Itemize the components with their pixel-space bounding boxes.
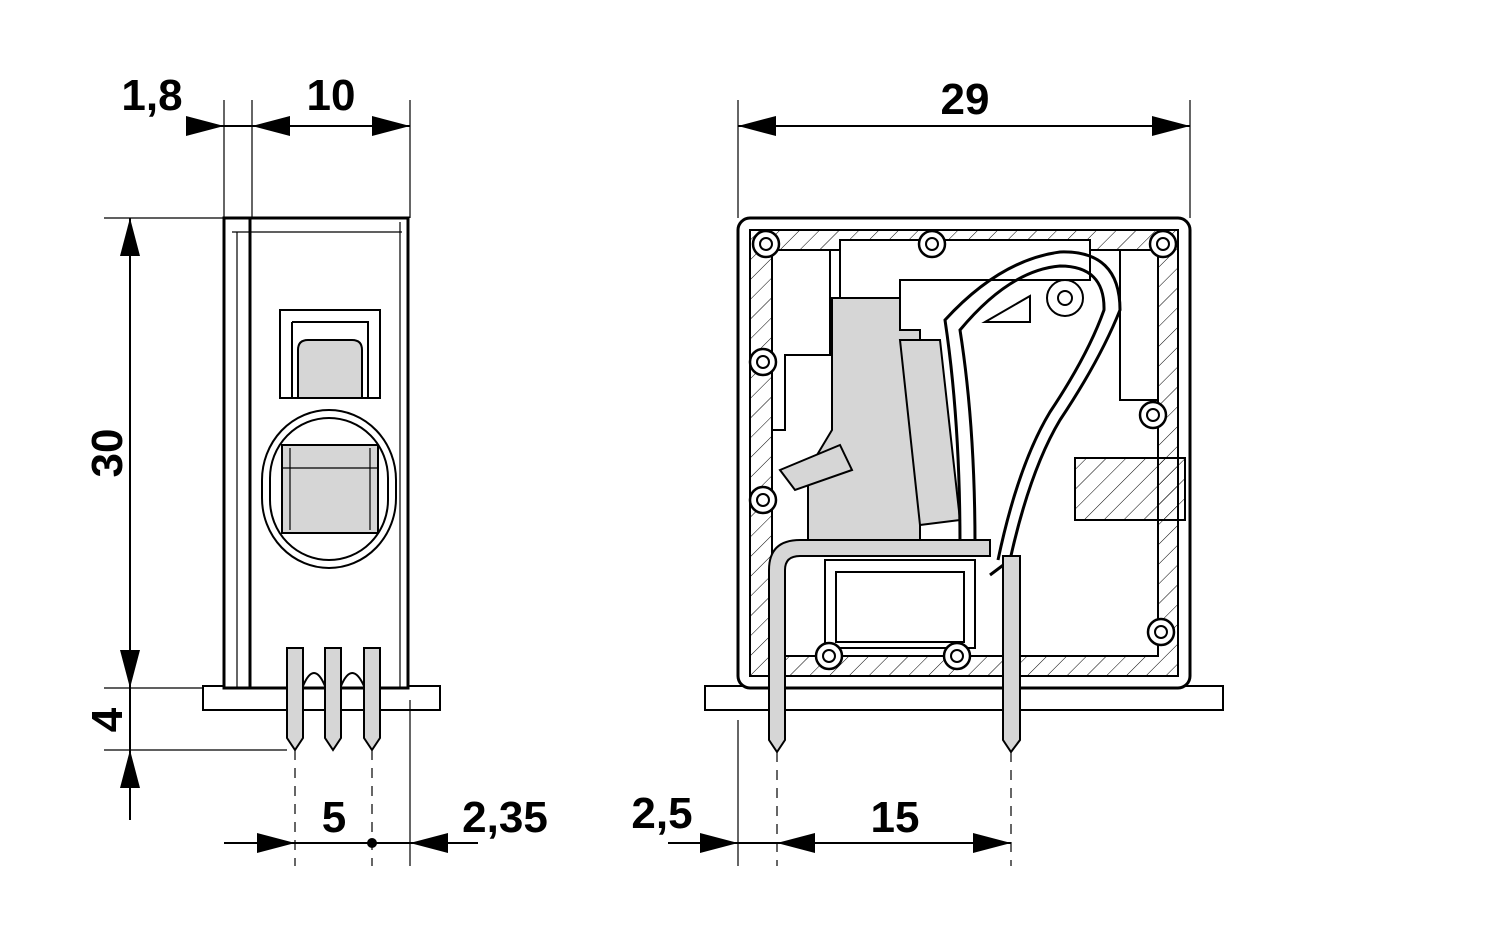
dim-front-pin-pitch: 15 [871,793,920,842]
dim-side-width: 10 [307,71,356,120]
clamping-spring [943,250,1122,577]
rivets [748,229,1178,671]
dim-front-width: 29 [941,75,990,124]
dim-pin-offset: 2,35 [462,793,548,842]
side-pins [286,647,381,752]
dim-pin-pitch: 5 [322,793,346,842]
conductor-entry [261,409,397,569]
clamping-spring-actuator [778,297,962,551]
dim-pin-length: 4 [83,707,132,732]
dim-front-pin-offset: 2,5 [631,789,692,838]
push-button-opening [279,309,381,399]
pcb-board-left [202,685,441,711]
side-view: 1,8 10 30 4 5 2,35 [83,71,548,866]
contact-pins [768,539,1021,754]
front-section-view: 29 2,5 15 [631,75,1224,866]
dim-height: 30 [83,429,132,478]
dim-thickness: 1,8 [121,71,182,120]
